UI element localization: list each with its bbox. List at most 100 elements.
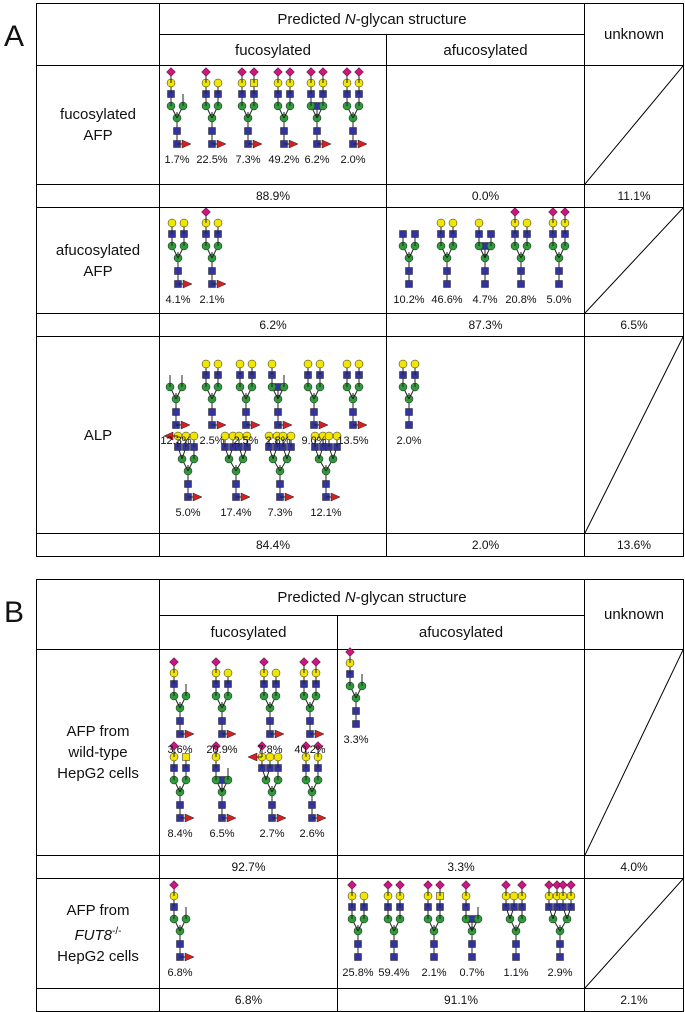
glycan-structure (259, 657, 285, 739)
glycan-structure (306, 67, 332, 149)
glycan-percentage: 20.9% (206, 744, 238, 756)
glycan-structure (345, 647, 367, 728)
glycan-structure (474, 218, 496, 288)
glycan-percentage: 6.8% (167, 967, 193, 979)
header-afucosylated: afucosylated (385, 34, 586, 66)
glycan-structure (201, 207, 227, 289)
header-fucosylated: fucosylated (159, 34, 387, 66)
glycan-structure (169, 657, 195, 739)
glycan-percentage: 7.3% (267, 507, 293, 519)
header-unknown: unknown (584, 3, 685, 66)
glycan-percentage: 2.1% (421, 967, 447, 979)
glycan-cell-afucosylated: 2.0% (385, 336, 586, 534)
glycan-percentage: 6.2% (304, 154, 330, 166)
glycan-percentage: 9.0% (301, 435, 327, 447)
glycan-structure (273, 67, 299, 149)
total-label-cell (36, 184, 160, 208)
glycan-structure (436, 218, 458, 288)
glycan-cell-fucosylated: 1.7%22.5%7.3%49.2%6.2%2.0% (159, 65, 387, 185)
glycan-structure (398, 359, 420, 429)
glycan-percentage: 25.8% (342, 967, 374, 979)
glycan-percentage: 1.1% (503, 967, 529, 979)
glycan-structure (167, 218, 193, 289)
glycan-structure (211, 741, 237, 823)
glycan-cell-afucosylated (385, 65, 586, 185)
header-predicted-structure: Predicted N-glycan structure (158, 3, 586, 35)
unknown-cell (584, 65, 685, 185)
glycan-percentage: 4.7% (472, 294, 498, 306)
glycan-structure (299, 657, 325, 739)
glycan-percentage: 2.7% (259, 828, 285, 840)
glycan-percentage: 12.1% (310, 507, 342, 519)
glycan-cell-fucosylated: 3.6%20.9%7.8%40.2%8.4%6.5%2.7%2.6% (159, 649, 338, 856)
glycan-percentage: 0.7% (459, 967, 485, 979)
glycan-structure (501, 880, 527, 961)
total-fucosylated: 88.9% (159, 184, 387, 208)
row-label-afp-fut8-ko: AFP from FUT8-/- HepG2 cells (36, 878, 160, 989)
glycan-percentage: 40.2% (294, 744, 326, 756)
glycan-percentage: 46.6% (431, 294, 463, 306)
glycan-structure (383, 880, 405, 961)
glycan-structure (267, 359, 293, 430)
glycan-symbols (166, 67, 368, 149)
glycan-percentage: 2.8% (265, 435, 291, 447)
glycan-structure (398, 230, 420, 288)
total-fucosylated: 92.7% (159, 855, 338, 879)
panel-letter-a: A (4, 20, 25, 53)
glycan-cell-fucosylated: 4.1%2.1% (159, 207, 387, 314)
glycan-percentage: 8.4% (167, 828, 193, 840)
glycan-structure (237, 67, 263, 149)
glycan-percentage: 2.0% (340, 154, 366, 166)
glycan-structure (301, 741, 327, 823)
total-unknown: 6.5% (584, 313, 685, 337)
glycan-structure (235, 359, 261, 430)
glycan-percentage: 59.4% (378, 967, 410, 979)
glycan-structure (544, 880, 576, 961)
glycan-structure (163, 431, 203, 502)
glycan-structure (310, 431, 342, 502)
glycan-percentage: 13.5% (337, 435, 369, 447)
total-afucosylated: 87.3% (385, 313, 586, 337)
header-unknown: unknown (584, 579, 685, 650)
glycan-symbols (163, 359, 368, 502)
glycan-structure (166, 67, 192, 149)
glycan-cell-afucosylated: 3.3% (336, 647, 586, 856)
unknown-cell (584, 878, 685, 989)
total-label-cell (36, 988, 160, 1012)
glycan-structure (303, 359, 329, 430)
total-fucosylated: 84.4% (159, 533, 387, 557)
glycan-percentage: 20.8% (505, 294, 537, 306)
total-label-cell (36, 533, 160, 557)
glycan-percentage: 3.3% (343, 734, 369, 746)
glycan-structure (347, 880, 369, 961)
glycan-symbols (347, 880, 576, 961)
unknown-cell (584, 649, 685, 856)
glycan-percentage: 2.1% (199, 294, 225, 306)
glycan-percentage: 22.5% (196, 154, 228, 166)
glycan-structure (342, 67, 368, 149)
glycan-percentage: 49.2% (268, 154, 300, 166)
glycan-structure (264, 431, 296, 502)
glycan-symbols (169, 657, 327, 823)
glycan-percentage: 12.3% (160, 435, 192, 447)
glycan-percentage: 6.5% (209, 828, 235, 840)
glycan-percentage: 5.0% (175, 507, 201, 519)
total-afucosylated: 3.3% (336, 855, 586, 879)
glycan-symbols (398, 359, 420, 429)
glycan-structure (461, 880, 483, 961)
glycan-percentage: 7.8% (257, 744, 283, 756)
glycan-percentage: 3.6% (167, 744, 193, 756)
glycan-structure (510, 207, 532, 288)
panel-letter-b: B (4, 596, 25, 629)
total-afucosylated: 0.0% (385, 184, 586, 208)
total-unknown: 11.1% (584, 184, 685, 208)
glycan-structure (201, 359, 227, 430)
total-unknown: 2.1% (584, 988, 685, 1012)
unknown-cell (584, 336, 685, 534)
glycan-structure (220, 431, 252, 502)
glycan-percentage: 7.3% (235, 154, 261, 166)
glycan-symbols (169, 880, 195, 962)
glycan-percentage: 2.5% (199, 435, 225, 447)
glycan-percentage: 5.0% (546, 294, 572, 306)
